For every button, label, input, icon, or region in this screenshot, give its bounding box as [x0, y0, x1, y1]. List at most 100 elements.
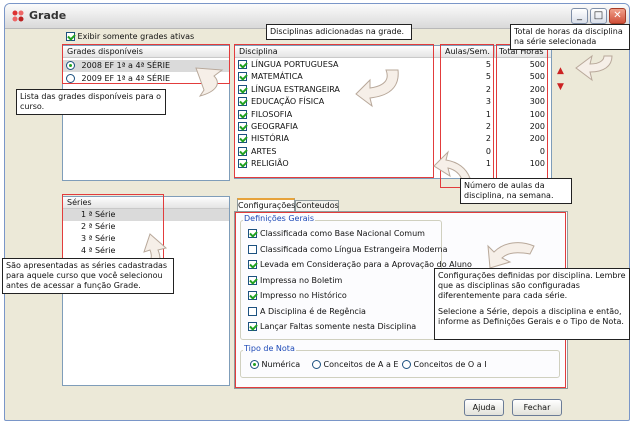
disciplina-checkbox[interactable]	[238, 146, 247, 156]
tipo-nota-title: Tipo de Nota	[243, 344, 296, 353]
aulas-value: 2	[485, 134, 491, 144]
disciplina-name: ARTES	[251, 146, 277, 156]
active-grades-label: Exibir somente grades ativas	[77, 32, 195, 41]
grade-radio[interactable]	[66, 61, 75, 70]
move-down-icon[interactable]: ▼	[557, 82, 564, 92]
close-button[interactable]: Fechar	[512, 399, 562, 416]
col-aulas[interactable]: Aulas/Sem.	[441, 46, 495, 58]
help-button[interactable]: Ajuda	[464, 399, 504, 416]
definicao-checkbox[interactable]	[248, 322, 257, 331]
definicao-checkbox[interactable]	[248, 244, 257, 254]
active-grades-checkbox[interactable]	[66, 32, 75, 41]
disciplina-name: RELIGIÃO	[251, 159, 289, 169]
callout-config-text-2: Selecione a Série, depois a disciplina e…	[438, 307, 624, 326]
callout-config: Configurações definidas por disciplina. …	[434, 268, 630, 340]
definicao-label: Lançar Faltas somente nesta Disciplina	[260, 322, 417, 331]
serie-item[interactable]: 1 ª Série	[63, 209, 229, 221]
aulas-value: 0	[485, 146, 491, 156]
aulas-value: 1	[485, 109, 491, 119]
series-list-header: Séries	[63, 197, 229, 209]
disciplina-name: MATEMÁTICA	[251, 72, 303, 82]
grade-app-icon	[12, 10, 24, 22]
nota-conceitos-oi-option[interactable]: Conceitos de O a I	[402, 360, 487, 369]
disciplina-checkbox[interactable]	[238, 159, 247, 169]
minimize-button[interactable]: _	[571, 8, 588, 24]
grades-highlight	[62, 44, 230, 84]
aulas-value: 5	[485, 72, 491, 82]
grades-list-header: Grades disponíveis	[63, 46, 229, 58]
series-highlight	[62, 194, 164, 260]
definicao-option[interactable]: A Disciplina é de Regência	[248, 306, 366, 316]
definicao-checkbox[interactable]	[248, 306, 257, 316]
disciplina-checkbox[interactable]	[238, 109, 247, 119]
definicao-option[interactable]: Impressa no Boletim	[248, 275, 343, 285]
close-window-button[interactable]: ✕	[609, 8, 626, 24]
aulas-value: 1	[485, 159, 491, 169]
nota-radio[interactable]	[312, 360, 321, 369]
nota-radio[interactable]	[250, 360, 259, 369]
disciplina-name: LÍNGUA ESTRANGEIRA	[251, 84, 340, 94]
active-grades-filter[interactable]: Exibir somente grades ativas	[66, 32, 194, 41]
total-horas-value: 100	[529, 109, 545, 119]
nota-numerica-option[interactable]: Numérica	[250, 360, 300, 369]
definicao-checkbox[interactable]	[248, 229, 257, 238]
disciplina-checkbox[interactable]	[238, 72, 247, 82]
grade-radio[interactable]	[66, 74, 75, 83]
disciplina-name: LÍNGUA PORTUGUESA	[251, 60, 339, 69]
definicao-label: Classificada como Base Nacional Comum	[260, 229, 425, 238]
total-horas-value: 200	[529, 122, 545, 131]
nota-radio[interactable]	[402, 360, 411, 369]
definicao-label: Impresso no Histórico	[260, 291, 347, 300]
definicao-label: Classificada como Língua Estrangeira Mod…	[260, 244, 448, 254]
callout-series: São apresentadas as séries cadastradas p…	[2, 258, 174, 294]
definicoes-gerais-title: Definições Gerais	[243, 214, 316, 223]
disciplina-checkbox[interactable]	[238, 97, 247, 107]
disciplina-name: HISTÓRIA	[251, 134, 290, 144]
serie-item[interactable]: 4 ª Série	[81, 246, 116, 255]
serie-item[interactable]: 2 ª Série	[81, 222, 116, 231]
tab-conteudos[interactable]: Conteudos	[295, 200, 339, 211]
callout-grades: Lista das grades disponíveis para o curs…	[16, 89, 166, 115]
grade-item[interactable]: 2009 EF 1ª a 4ª SÉRIE	[63, 73, 229, 85]
disciplina-checkbox[interactable]	[238, 84, 247, 94]
total-horas-value: 200	[529, 134, 545, 144]
total-horas-value: 300	[529, 97, 545, 107]
disciplina-checkbox[interactable]	[238, 134, 247, 144]
definicao-option[interactable]: Impresso no Histórico	[248, 291, 347, 300]
maximize-button[interactable]: □	[590, 8, 607, 24]
callout-aulas: Número de aulas da disciplina, na semana…	[460, 178, 572, 204]
definicao-option[interactable]: Classificada como Língua Estrangeira Mod…	[248, 244, 448, 254]
nota-conceitos-ae-option[interactable]: Conceitos de A a E	[312, 360, 398, 369]
move-up-icon[interactable]: ▲	[557, 66, 564, 76]
definicao-label: Impressa no Boletim	[260, 275, 343, 285]
definicao-option[interactable]: Classificada como Base Nacional Comum	[248, 229, 425, 238]
definicao-option[interactable]: Levada em Consideração para a Aprovação …	[248, 260, 472, 269]
grade-item[interactable]: 2008 EF 1ª a 4ª SÉRIE	[63, 60, 229, 72]
serie-item[interactable]: 3 ª Série	[81, 234, 116, 243]
definicao-checkbox[interactable]	[248, 275, 257, 285]
window-title: Grade	[29, 9, 67, 22]
total-horas-value: 200	[529, 84, 545, 94]
disciplina-row[interactable]: HISTÓRIA 2 200	[235, 133, 551, 145]
disciplinas-highlight	[234, 44, 434, 178]
definicao-checkbox[interactable]	[248, 260, 257, 269]
disciplina-checkbox[interactable]	[238, 60, 247, 69]
callout-total-horas: Total de horas da disciplina na série se…	[510, 24, 630, 50]
definicao-checkbox[interactable]	[248, 291, 257, 300]
disciplinas-table: Disciplina Aulas/Sem. Total Horas LÍNGUA…	[234, 45, 552, 179]
tab-configuracoes[interactable]: Configurações	[237, 198, 295, 211]
aulas-value: 3	[485, 97, 491, 107]
definicao-option[interactable]: Lançar Faltas somente nesta Disciplina	[248, 322, 416, 331]
aulas-highlight	[440, 44, 494, 188]
disciplina-checkbox[interactable]	[238, 122, 247, 131]
total-highlight	[496, 44, 548, 180]
tipo-nota-group	[240, 350, 560, 378]
